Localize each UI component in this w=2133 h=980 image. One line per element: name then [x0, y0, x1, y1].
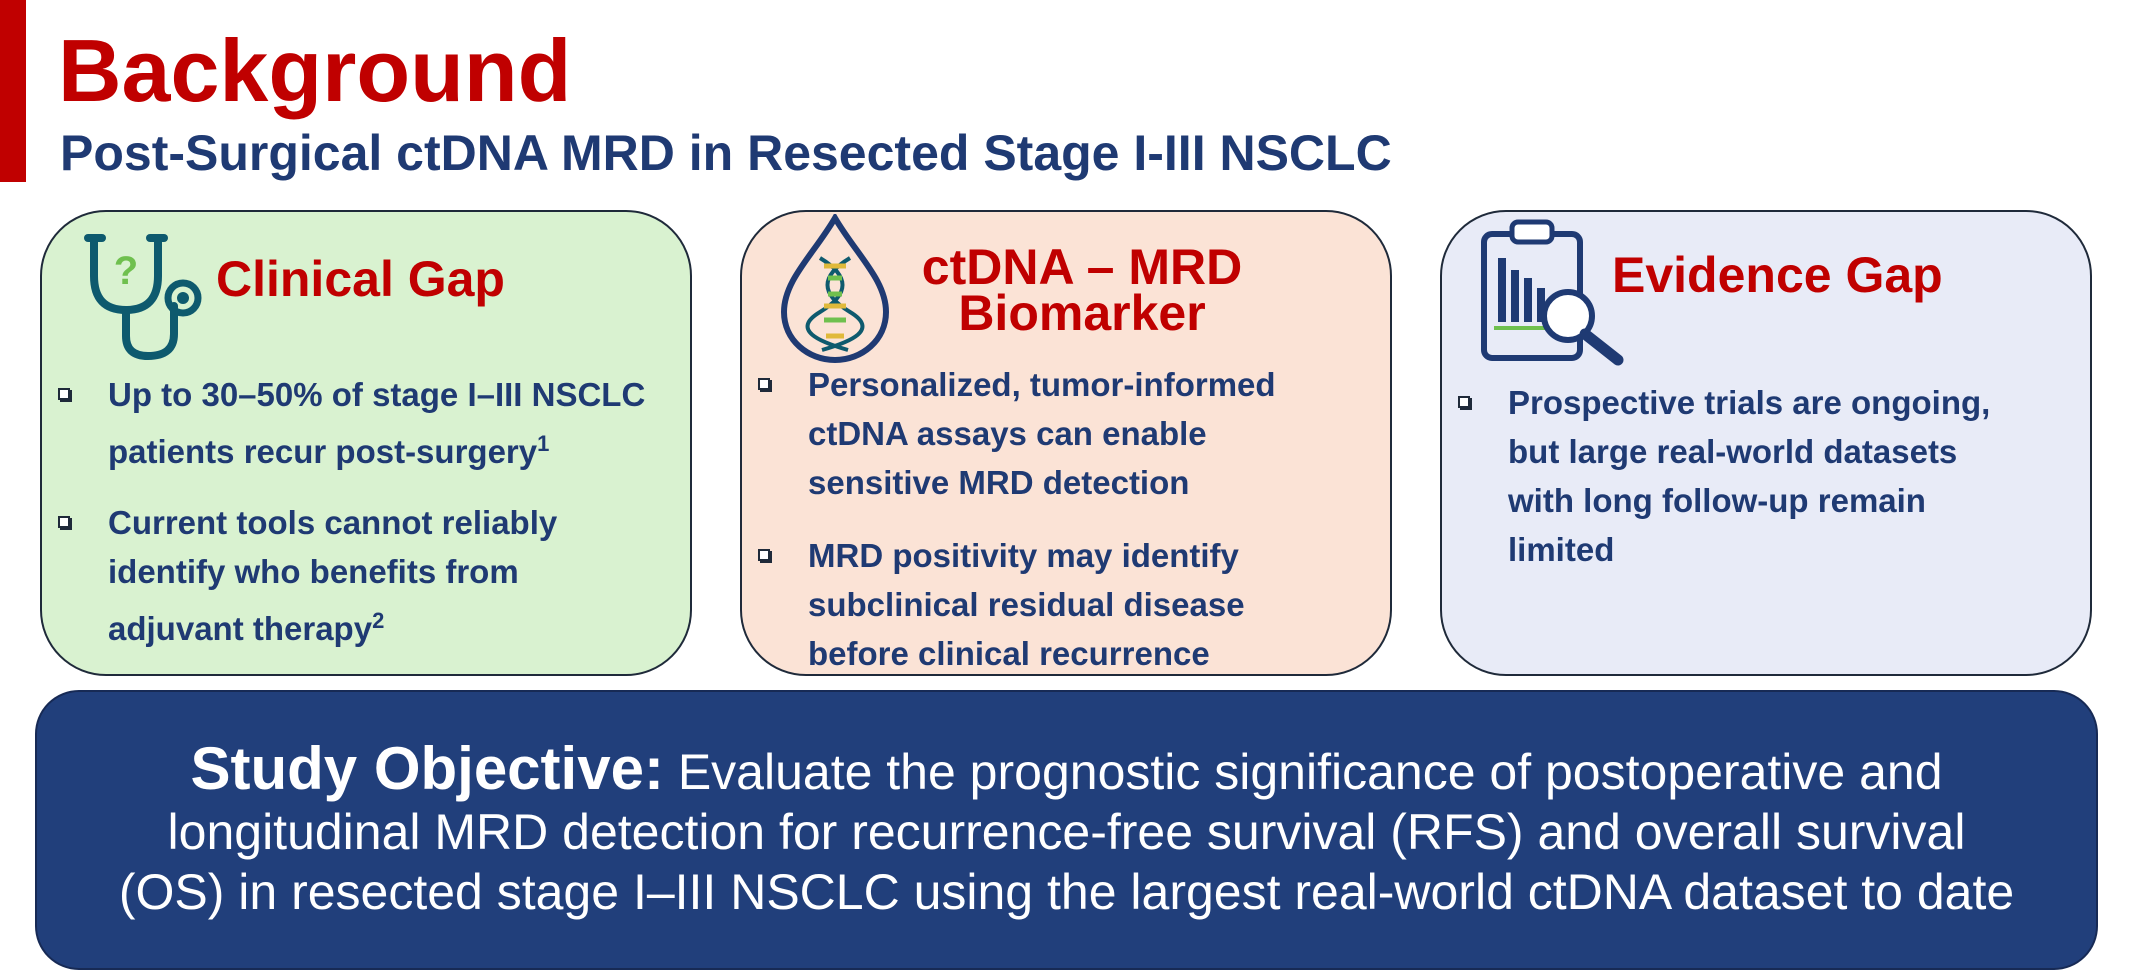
bullet-item: Current tools cannot reliably identify w…	[42, 498, 682, 653]
bullet-line: identify who benefits from	[108, 553, 519, 590]
bullet-item: Up to 30–50% of stage I–III NSCLC patien…	[42, 370, 682, 476]
square-bullet-icon	[58, 388, 70, 400]
bullet-line: Current tools cannot reliably	[108, 504, 558, 541]
bullet-line: patients recur post-surgery1	[108, 431, 550, 470]
square-bullet-icon	[58, 516, 70, 528]
study-objective-label: Study Objective:	[190, 734, 664, 802]
square-bullet-icon	[1458, 396, 1470, 408]
bullet-line: but large real-world datasets	[1508, 433, 1958, 470]
bullet-line: limited	[1508, 531, 1615, 568]
bullet-list: Prospective trials are ongoing, but larg…	[1442, 378, 2082, 574]
bullet-line: Personalized, tumor-informed	[808, 366, 1276, 403]
svg-text:?: ?	[114, 249, 138, 293]
bullet-line: adjuvant therapy2	[108, 608, 385, 647]
clinical-gap-card: ? Clinical Gap Up to 30–50% of stage I–I…	[40, 210, 692, 676]
card-heading: Evidence Gap	[1612, 247, 1943, 303]
page-title: Background	[58, 21, 572, 120]
bullet-line: MRD positivity may identify	[808, 537, 1239, 574]
study-objective-line: Evaluate the prognostic significance of …	[663, 743, 1943, 800]
title-accent-bar	[0, 0, 26, 182]
square-bullet-icon	[758, 549, 770, 561]
card-heading-line: ctDNA – MRD	[921, 239, 1243, 295]
study-objective-banner: Study Objective: Evaluate the prognostic…	[35, 690, 2098, 970]
dna-drop-icon	[778, 214, 892, 364]
study-objective-line: longitudinal MRD detection for recurrenc…	[167, 803, 1966, 860]
bullet-list: Personalized, tumor-informed ctDNA assay…	[742, 360, 1382, 678]
card-heading-line: Clinical Gap	[216, 251, 505, 307]
clipboard-chart-magnifier-icon	[1478, 216, 1628, 366]
study-objective-line: (OS) in resected stage I–III NSCLC using…	[118, 863, 2015, 920]
bullet-line: Up to 30–50% of stage I–III NSCLC	[108, 376, 646, 413]
reference-superscript: 1	[537, 431, 550, 456]
bullet-line: ctDNA assays can enable	[808, 415, 1207, 452]
card-heading: Clinical Gap	[216, 251, 505, 307]
bullet-line: subclinical residual disease	[808, 586, 1245, 623]
page-subtitle: Post-Surgical ctDNA MRD in Resected Stag…	[60, 125, 1392, 181]
bullet-item: Personalized, tumor-informed ctDNA assay…	[742, 360, 1382, 507]
bullet-line: with long follow-up remain	[1508, 482, 1926, 519]
reference-superscript: 2	[372, 608, 385, 633]
bullet-item: MRD positivity may identify subclinical …	[742, 531, 1382, 678]
square-bullet-icon	[758, 378, 770, 390]
card-heading: ctDNA – MRD Biomarker	[912, 239, 1252, 341]
ctdna-mrd-biomarker-card: ctDNA – MRD Biomarker Personalized, tumo…	[740, 210, 1392, 676]
bullet-list: Up to 30–50% of stage I–III NSCLC patien…	[42, 370, 682, 653]
bullet-line: Prospective trials are ongoing,	[1508, 384, 1991, 421]
bullet-item: Prospective trials are ongoing, but larg…	[1442, 378, 2082, 574]
stethoscope-icon: ?	[80, 224, 210, 364]
card-heading-line: Evidence Gap	[1612, 247, 1943, 303]
study-objective-text: Study Objective: Evaluate the prognostic…	[118, 738, 2015, 922]
bullet-line: before clinical recurrence	[808, 635, 1210, 672]
evidence-gap-card: Evidence Gap Prospective trials are ongo…	[1440, 210, 2092, 676]
bullet-line: sensitive MRD detection	[808, 464, 1190, 501]
card-heading-line: Biomarker	[958, 285, 1206, 341]
